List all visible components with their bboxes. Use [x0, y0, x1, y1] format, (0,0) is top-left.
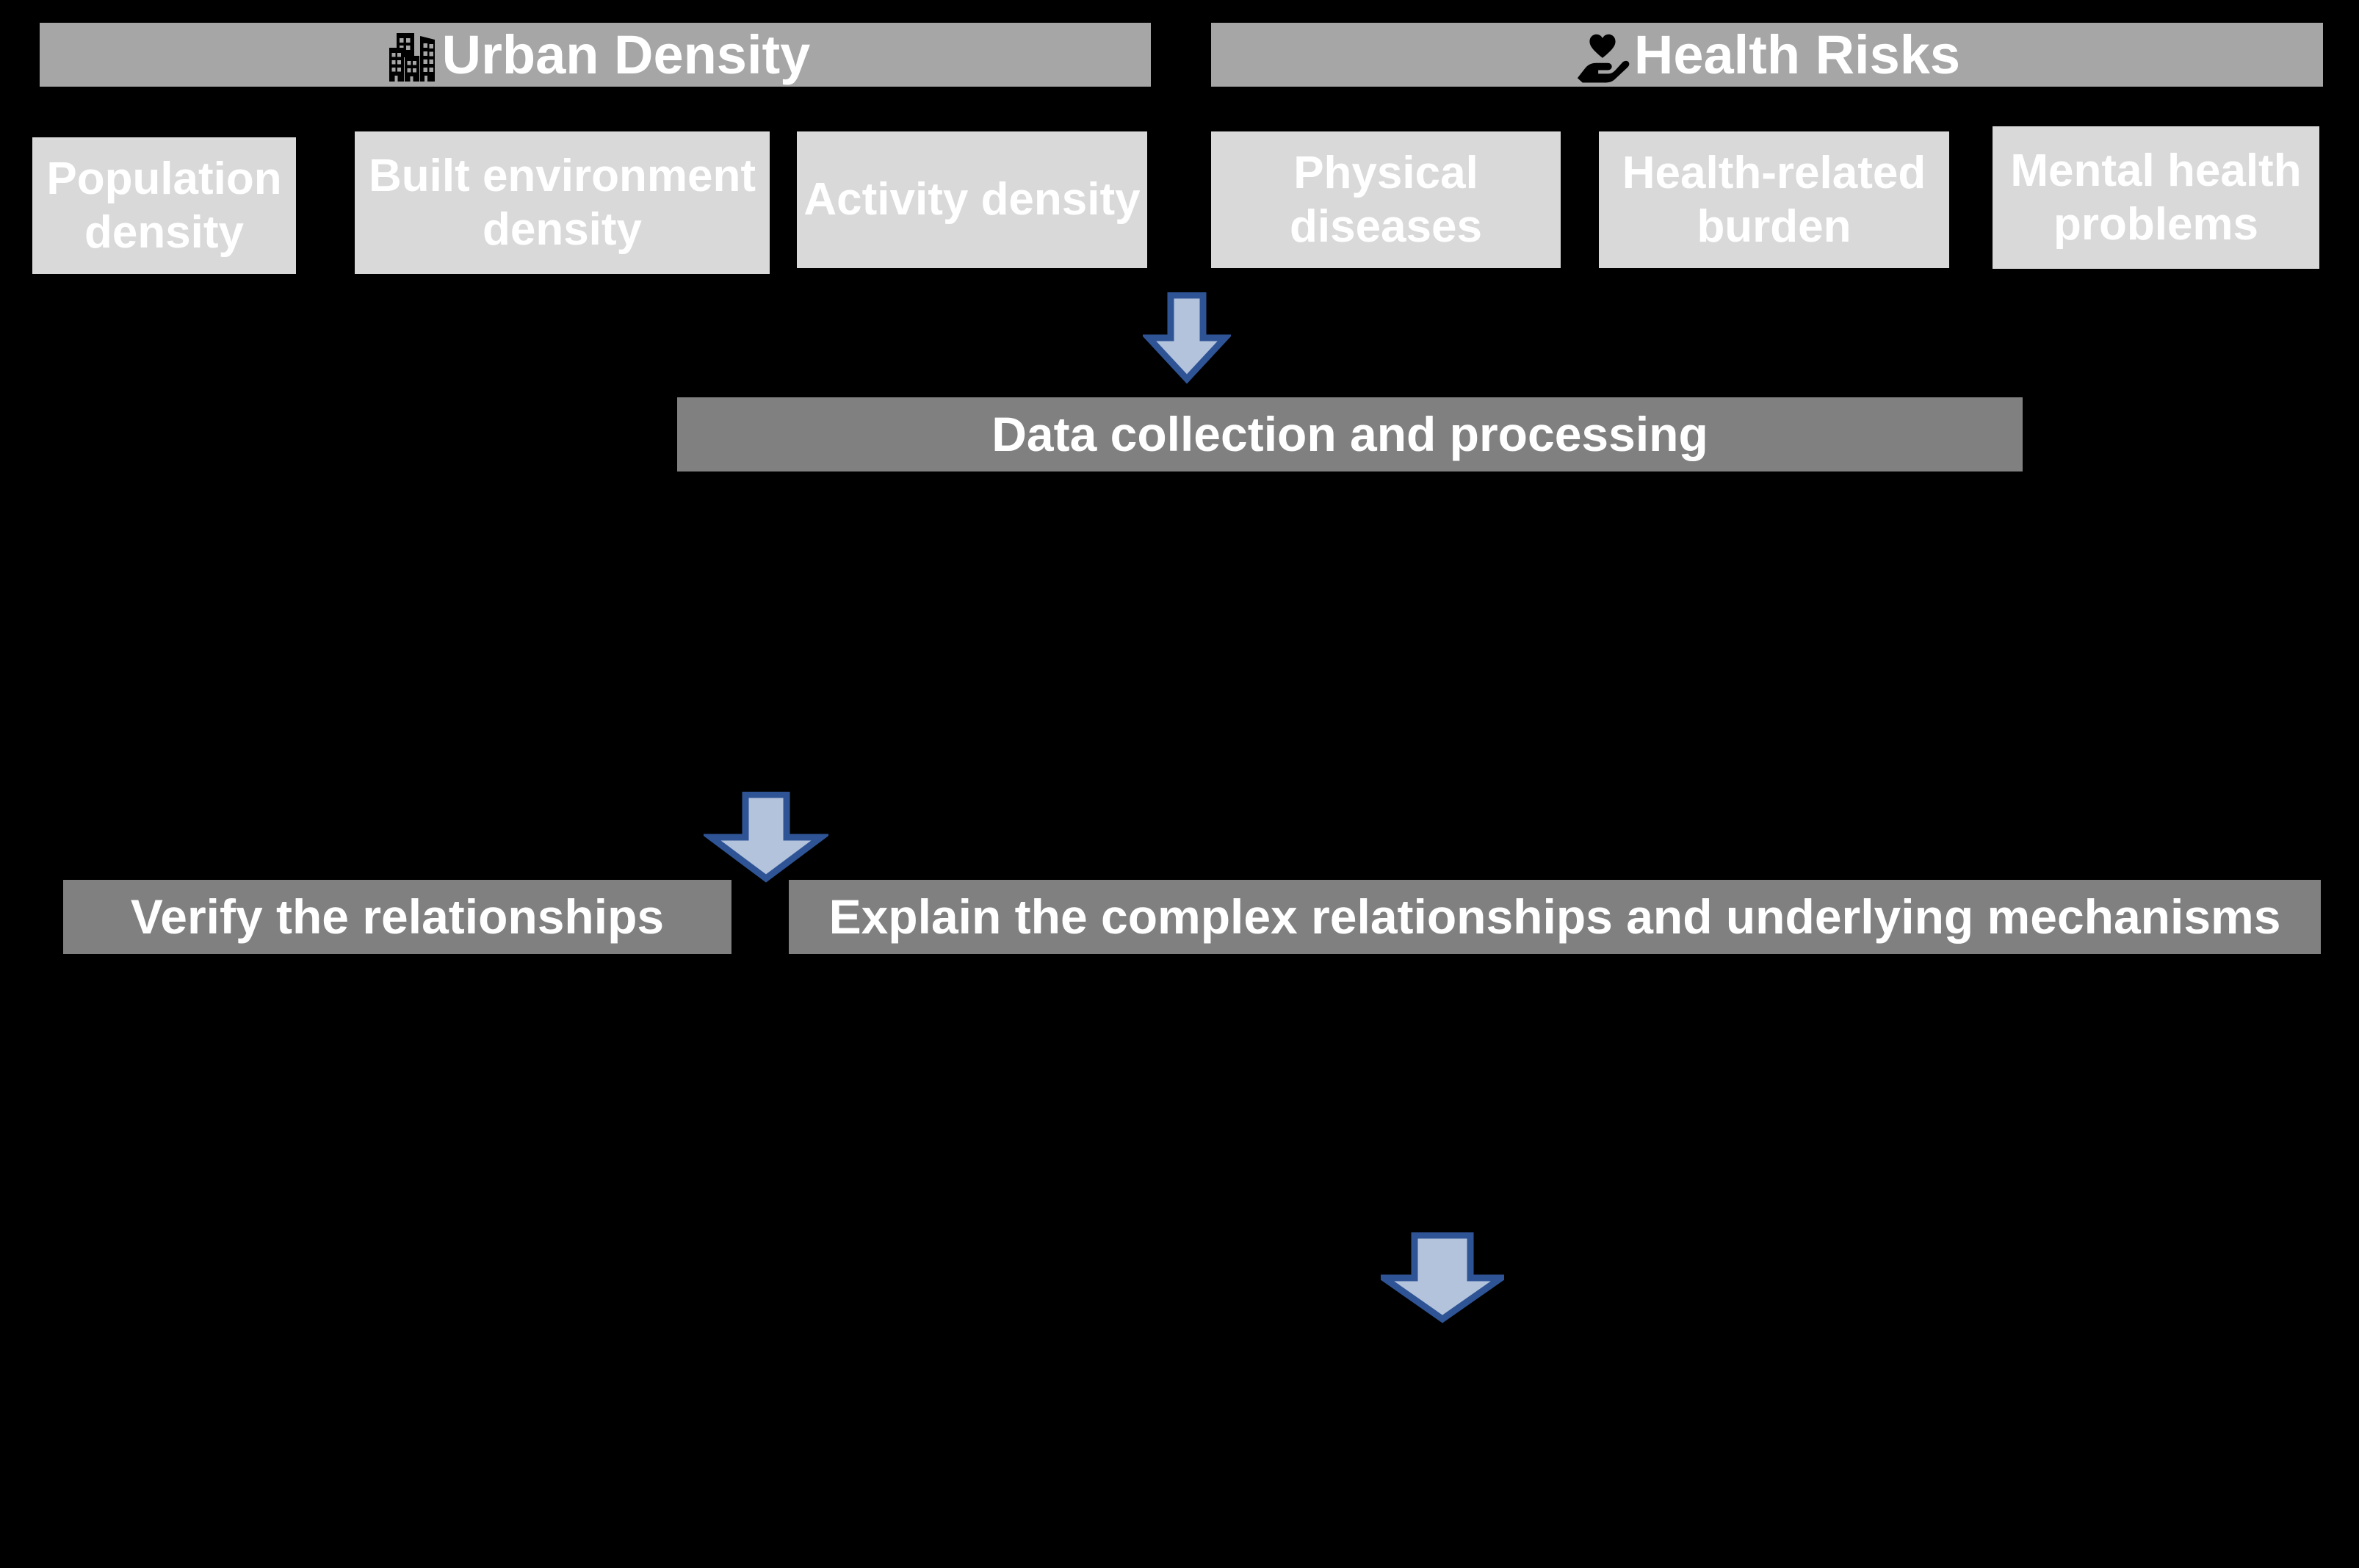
heart-in-hand-icon: [1574, 26, 1631, 84]
arrow-to-data-collection-icon: [1141, 292, 1233, 384]
header-urban-density-label: Urban Density: [441, 24, 811, 85]
header-health-risks[interactable]: Health Risks: [1211, 23, 2323, 87]
factor-physical-diseases-label: Physical diseases: [1290, 147, 1482, 252]
factor-population-density-label: Population density: [46, 153, 282, 258]
factor-population-density[interactable]: Population density: [32, 137, 296, 274]
factor-built-environment-density-label: Built environment density: [368, 150, 756, 255]
process-explain-relationships[interactable]: Explain the complex relationships and un…: [789, 880, 2321, 954]
arrow-to-relationships-icon: [701, 791, 831, 884]
factor-activity-density[interactable]: Activity density: [797, 131, 1147, 268]
factor-mental-health-problems[interactable]: Mental health problems: [1993, 126, 2319, 269]
factor-physical-diseases[interactable]: Physical diseases: [1211, 131, 1561, 268]
city-buildings-icon: [380, 26, 439, 84]
process-verify-relationships[interactable]: Verify the relationships: [63, 880, 731, 954]
factor-health-related-burden-label: Health-related burden: [1622, 147, 1926, 252]
factor-activity-density-label: Activity density: [803, 174, 1141, 225]
header-urban-density[interactable]: Urban Density: [40, 23, 1151, 87]
process-data-collection[interactable]: Data collection and processing: [677, 397, 2023, 472]
factor-built-environment-density[interactable]: Built environment density: [355, 131, 770, 274]
process-verify-relationships-label: Verify the relationships: [130, 889, 665, 944]
header-health-risks-label: Health Risks: [1633, 24, 1961, 85]
factor-health-related-burden[interactable]: Health-related burden: [1599, 131, 1949, 268]
process-explain-relationships-label: Explain the complex relationships and un…: [828, 889, 2281, 944]
process-data-collection-label: Data collection and processing: [991, 406, 1708, 461]
arrow-to-outcome-icon: [1373, 1232, 1512, 1324]
factor-mental-health-problems-label: Mental health problems: [2010, 145, 2302, 250]
